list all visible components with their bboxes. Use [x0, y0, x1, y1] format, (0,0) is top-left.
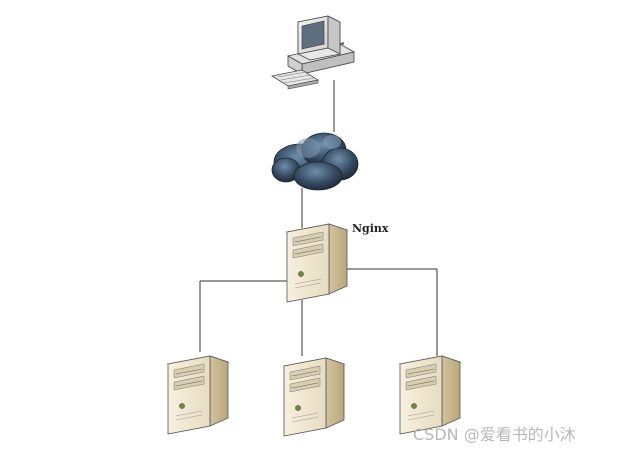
cloud-icon	[271, 132, 359, 191]
watermark-text: CSDN @爱看书的小沐	[413, 425, 576, 444]
desktop-computer-icon	[270, 15, 356, 90]
nginx-label: Nginx	[352, 222, 389, 235]
server-2-icon	[283, 357, 345, 437]
nginx-server-icon	[286, 223, 348, 303]
server-1-icon	[167, 355, 229, 435]
